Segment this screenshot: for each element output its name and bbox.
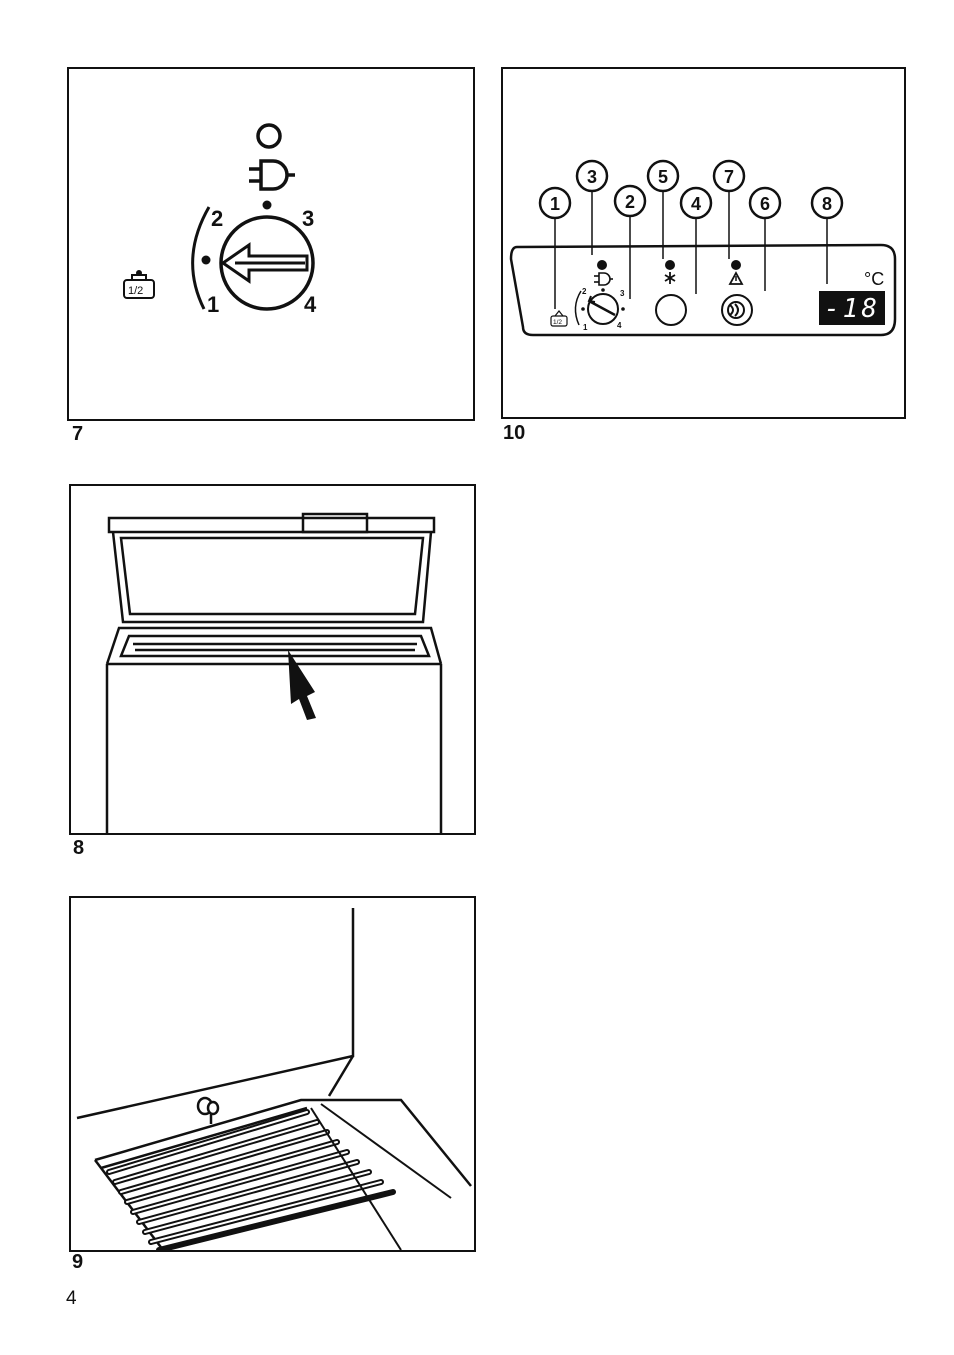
plug-icon	[594, 273, 613, 285]
mini-dial-label-2: 2	[582, 287, 587, 296]
figure-8-number: 8	[73, 838, 84, 858]
thermostat-dial-illustration: 2 3 1 4 1/2	[69, 69, 473, 419]
callout-5-label: 5	[658, 167, 668, 187]
mini-half-load-label: 1/2	[553, 319, 562, 326]
callout-1-label: 1	[550, 194, 560, 214]
pointing-arrow-icon	[288, 650, 316, 720]
dial-label-3: 3	[302, 206, 314, 231]
figure-9-number: 9	[72, 1252, 83, 1272]
half-load-icon: 1/2	[124, 270, 154, 298]
page-number: 4	[66, 1289, 77, 1309]
half-load-label: 1/2	[128, 285, 143, 297]
power-lamp	[597, 260, 607, 270]
button-4	[656, 295, 686, 325]
callout-2-label: 2	[625, 192, 635, 212]
open-freezer-icon	[71, 486, 474, 833]
control-panel-illustration: 1 2 3 4 5 6 7 8	[503, 69, 904, 417]
warning-icon	[730, 273, 742, 284]
figure-7: 2 3 1 4 1/2	[67, 67, 475, 421]
snowflake-icon	[665, 272, 675, 284]
figure-9	[69, 896, 476, 1252]
figure-10-number: 10	[503, 423, 525, 443]
figure-8	[69, 484, 476, 835]
freezer-interior-icon	[71, 898, 474, 1250]
callout-7-label: 7	[724, 167, 734, 187]
mini-dial-label-4: 4	[617, 321, 622, 330]
mini-dial-label-3: 3	[620, 289, 625, 298]
callout-8-label: 8	[822, 194, 832, 214]
drain-plug-icon	[198, 1098, 218, 1124]
alarm-lamp	[731, 260, 741, 270]
dial-label-1: 1	[207, 292, 219, 317]
fast-freeze-button-icon	[728, 302, 744, 318]
callout-6-label: 6	[760, 194, 770, 214]
dial-label-2: 2	[211, 206, 223, 231]
callout-4-label: 4	[691, 194, 701, 214]
half-load-icon: 1/2	[551, 311, 567, 326]
callout-3-label: 3	[587, 167, 597, 187]
figure-10: 1 2 3 4 5 6 7 8	[501, 67, 906, 419]
power-off-icon	[258, 125, 280, 147]
dial-arrow-icon	[223, 245, 307, 281]
unit-label: °C	[864, 269, 884, 289]
figure-7-number: 7	[72, 424, 83, 444]
dial-label-4: 4	[304, 292, 317, 317]
plug-icon	[249, 161, 295, 189]
freeze-lamp	[665, 260, 675, 270]
mini-dial-label-1: 1	[583, 323, 588, 332]
temperature-display-value: -18	[824, 294, 880, 324]
